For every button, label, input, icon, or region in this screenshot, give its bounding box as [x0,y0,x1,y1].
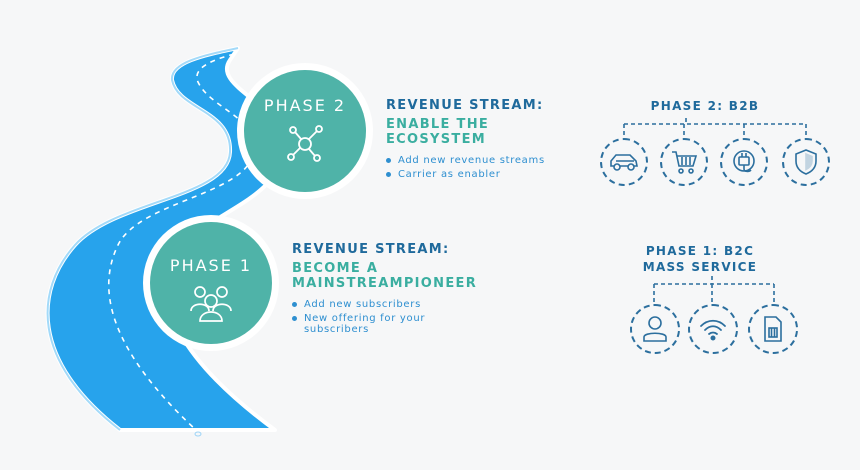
phase-2-label: PHASE 2 [263,96,347,115]
phase-1-bullet-list: Add new subscribers New offering for you… [292,299,542,335]
shopping-cart-icon [672,151,698,174]
b2c-wifi-circle [688,304,738,354]
phase-1-b2c-title-line2: MASS SERVICE [642,260,758,274]
list-item: Add new revenue streams [386,155,586,166]
phase-1-circle: PHASE 1 [150,222,272,344]
b2b-car-circle [600,138,648,186]
sim-card-icon [764,316,782,342]
phase-1-b2c-title: PHASE 1: B2C MASS SERVICE [635,243,765,275]
shield-icon [795,149,817,175]
phase-2-revenue-block: REVENUE STREAM: ENABLE THE ECOSYSTEM Add… [386,98,586,183]
phase-1-label: PHASE 1 [169,256,253,275]
group-of-people-icon [190,286,232,322]
list-item: Carrier as enabler [386,169,586,180]
b2b-cart-circle [660,138,708,186]
phase-2-revenue-title: REVENUE STREAM: [386,98,544,113]
phase-2-revenue-subtitle: ENABLE THE ECOSYSTEM [386,117,490,147]
power-plug-icon [733,150,755,173]
phase-1-b2c-title-line1: PHASE 1: B2C [645,244,755,258]
phase-2-bullet-list: Add new revenue streams Carrier as enabl… [386,155,586,180]
phase-1-revenue-block: REVENUE STREAM: BECOME A MAINSTREAMPIONE… [292,242,542,338]
phase-2-b2b-title: PHASE 2: B2B [650,99,760,113]
b2b-shield-circle [782,138,830,186]
list-item: New offering for your subscribers [292,313,454,335]
phase-1-revenue-title: REVENUE STREAM: [292,242,450,257]
list-item: Add new subscribers [292,299,542,310]
b2c-user-circle [630,304,680,354]
b2c-sim-circle [748,304,798,354]
network-nodes-icon [287,125,323,162]
wifi-icon [700,319,726,341]
b2b-plug-circle [720,138,768,186]
car-icon [610,154,638,171]
phase-2-circle: PHASE 2 [244,70,366,192]
phase-1-revenue-subtitle: BECOME A MAINSTREAMPIONEER [292,261,477,291]
user-icon [643,316,667,342]
